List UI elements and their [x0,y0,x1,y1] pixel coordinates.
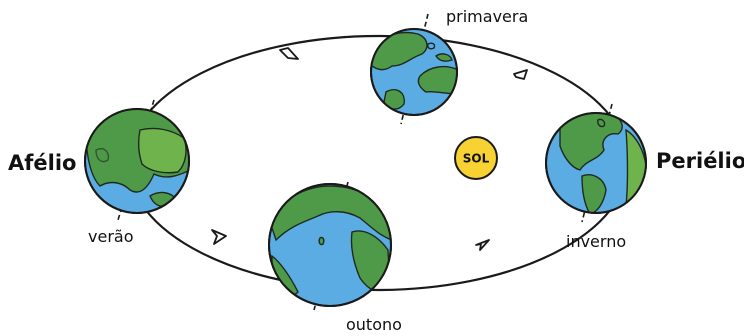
earth-verao [84,99,190,221]
earth-primavera [370,13,458,125]
arrow-top-right-icon [513,69,528,80]
orbit-arrows [211,47,528,251]
season-label-primavera: primavera [446,7,528,26]
sun-disc [454,136,498,180]
arrow-top-left-icon [279,47,299,60]
season-label-verao: verão [88,227,133,246]
aphelion-label: Afélio [8,151,76,175]
perihelion-label: Periélio [656,149,744,173]
season-label-outono: outono [346,315,402,334]
sun-label: SOL [463,152,490,166]
arrow-bottom-right-icon [475,239,490,251]
sun: SOL [454,136,498,180]
earth-outono [268,181,392,311]
earth-inverno [545,103,647,223]
arrow-bottom-left-icon [211,229,227,245]
season-label-inverno: inverno [566,232,626,251]
